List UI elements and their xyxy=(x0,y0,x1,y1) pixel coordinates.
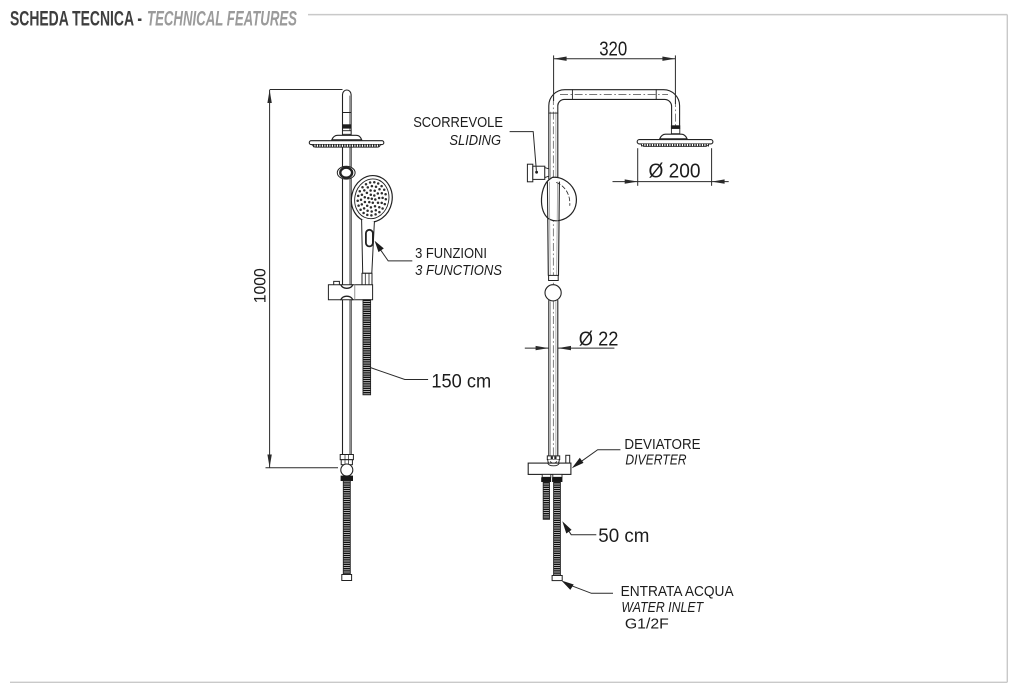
svg-text:TECHNICAL FEATURES: TECHNICAL FEATURES xyxy=(147,7,297,30)
svg-text:WATER INLET: WATER INLET xyxy=(621,600,704,616)
svg-text:50 cm: 50 cm xyxy=(598,526,649,547)
svg-text:SCORREVOLE: SCORREVOLE xyxy=(413,115,503,131)
svg-text:3 FUNCTIONS: 3 FUNCTIONS xyxy=(415,263,502,279)
svg-text:3 FUNZIONI: 3 FUNZIONI xyxy=(415,246,487,262)
svg-text:SLIDING: SLIDING xyxy=(449,133,501,149)
svg-text:G1/2F: G1/2F xyxy=(625,617,669,633)
svg-text:SCHEDA TECNICA -: SCHEDA TECNICA - xyxy=(10,7,142,30)
svg-text:ENTRATA ACQUA: ENTRATA ACQUA xyxy=(621,584,734,600)
svg-text:DIVERTER: DIVERTER xyxy=(625,452,686,468)
svg-text:Ø 22: Ø 22 xyxy=(579,328,619,350)
svg-text:Ø 200: Ø 200 xyxy=(649,160,701,182)
svg-text:150 cm: 150 cm xyxy=(431,371,491,392)
svg-text:1000: 1000 xyxy=(252,268,270,303)
svg-text:320: 320 xyxy=(599,38,627,60)
svg-text:DEVIATORE: DEVIATORE xyxy=(624,437,700,453)
